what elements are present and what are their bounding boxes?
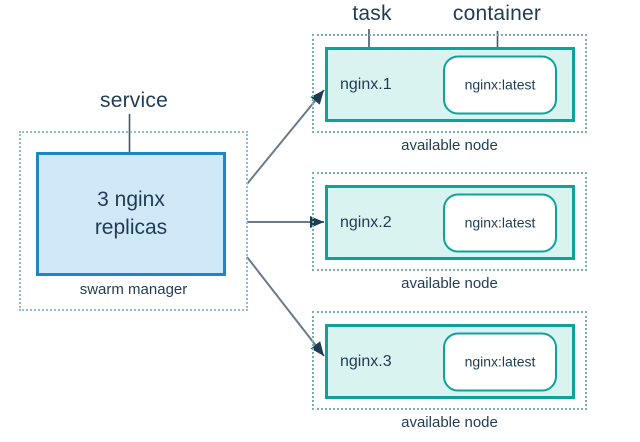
node-caption-3: available node	[401, 414, 498, 431]
task-box-2: nginx.2 nginx:latest	[325, 185, 575, 260]
container-image-2: nginx:latest	[464, 214, 536, 231]
task-label: task	[352, 2, 392, 25]
available-node-2: nginx.2 nginx:latest available node	[312, 172, 587, 292]
task-name-3: nginx.3	[340, 352, 392, 370]
available-node-1: nginx.1 nginx:latest available node	[312, 34, 587, 154]
container-box-3: nginx:latest	[443, 332, 557, 391]
container-label: container	[452, 2, 542, 25]
node-frame-3: nginx.3 nginx:latest	[312, 311, 587, 410]
node-caption-2: available node	[401, 275, 498, 292]
task-box-1: nginx.1 nginx:latest	[325, 47, 575, 122]
container-box-1: nginx:latest	[443, 55, 557, 114]
container-box-2: nginx:latest	[443, 193, 557, 252]
service-box-line-1: 3 nginx	[97, 188, 165, 211]
node-frame-2: nginx.2 nginx:latest	[312, 172, 587, 271]
task-name-1: nginx.1	[340, 75, 392, 93]
task-name-2: nginx.2	[340, 213, 392, 231]
service-box-line-2: replicas	[94, 216, 168, 239]
service-label: service	[100, 89, 168, 112]
swarm-manager-caption: swarm manager	[79, 281, 188, 298]
service-box: 3 nginx replicas	[36, 152, 226, 276]
container-image-1: nginx:latest	[464, 76, 536, 93]
node-frame-1: nginx.1 nginx:latest	[312, 34, 587, 133]
task-box-3: nginx.3 nginx:latest	[325, 324, 575, 399]
available-node-3: nginx.3 nginx:latest available node	[312, 311, 587, 431]
container-image-3: nginx:latest	[464, 353, 536, 370]
swarm-manager-group: 3 nginx replicas swarm manager	[19, 131, 248, 311]
node-caption-1: available node	[401, 137, 498, 154]
